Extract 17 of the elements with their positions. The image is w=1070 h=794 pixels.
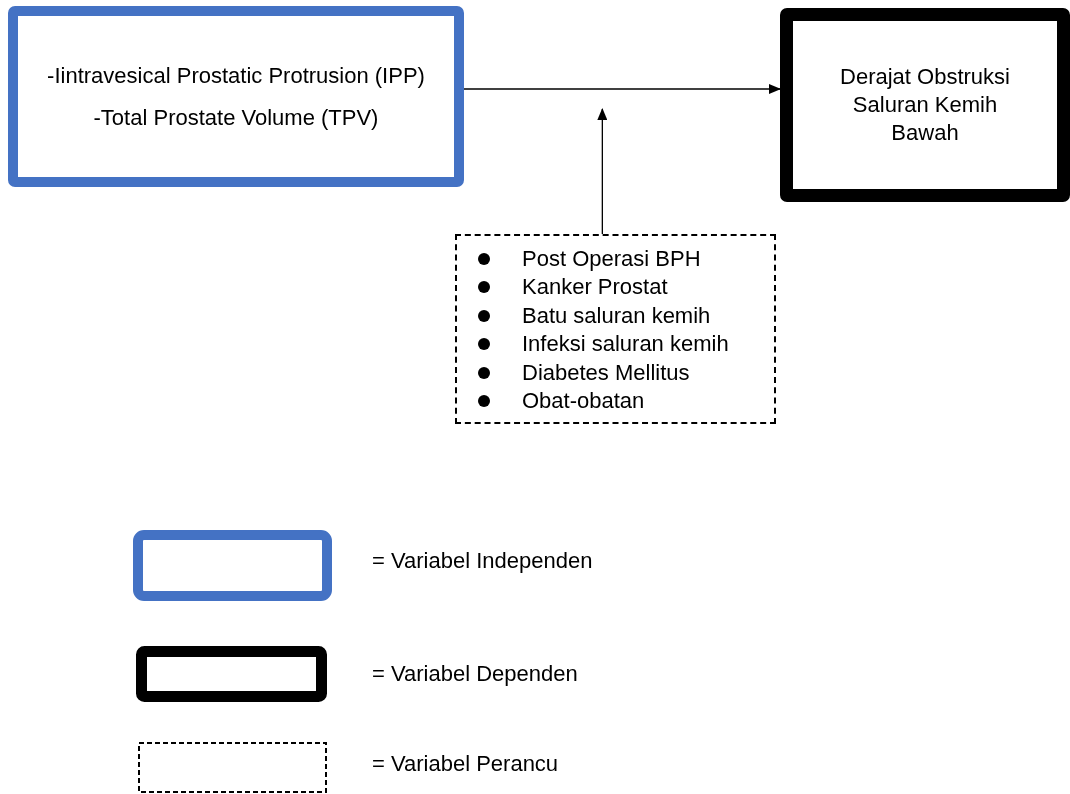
variable-text: Derajat Obstruksi Saluran Kemih Bawah: [839, 63, 1011, 147]
confounding-variable-box: [455, 234, 776, 424]
independent-variable-box: [8, 6, 464, 187]
variable-text: -Total Prostate Volume (TPV): [93, 103, 379, 132]
variable-text: -Iintravesical Prostatic Protrusion (IPP): [47, 61, 425, 90]
list-item: Batu saluran kemih: [522, 302, 711, 329]
list-item: Diabetes Mellitus: [522, 359, 690, 386]
dependent-variable-box: [780, 8, 1070, 202]
arrow: [597, 108, 608, 235]
legend-text: = Variabel Dependen: [372, 661, 578, 687]
arrow: [463, 84, 781, 94]
list-item: Obat-obatan: [522, 388, 645, 415]
list-item: Post Operasi BPH: [522, 245, 701, 272]
list-item: Infeksi saluran kemih: [522, 331, 729, 358]
legend-text: = Variabel Perancu: [372, 751, 559, 777]
legend-text: = Variabel Independen: [372, 548, 593, 574]
list-item: Kanker Prostat: [522, 274, 668, 301]
